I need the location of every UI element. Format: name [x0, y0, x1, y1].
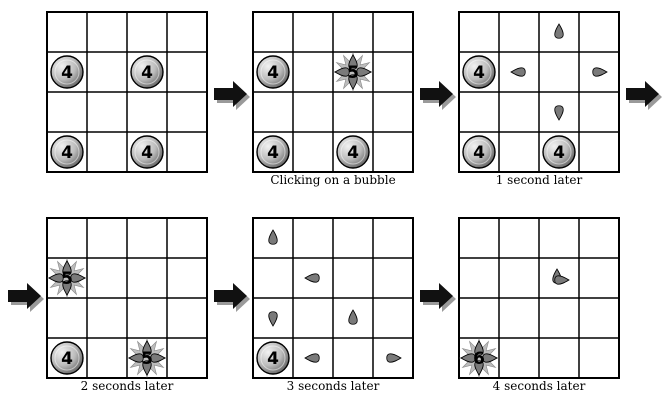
bubble-value: 4: [141, 63, 153, 83]
bubble[interactable]: 4: [462, 135, 496, 169]
bubble[interactable]: 4: [130, 135, 164, 169]
board-pieces: 4 4 4 5: [256, 51, 374, 169]
bubble[interactable]: 4: [336, 135, 370, 169]
bubble[interactable]: 4: [130, 55, 164, 89]
burst-value: 5: [141, 349, 153, 369]
droplet-icon: [304, 353, 320, 363]
bubble-value: 4: [267, 143, 279, 163]
arrow-right-icon: [214, 283, 250, 312]
arrow-right-icon: [8, 283, 44, 312]
bubble[interactable]: 4: [256, 341, 290, 375]
bubble[interactable]: 4: [50, 135, 84, 169]
bubble-value: 4: [61, 143, 73, 163]
droplet-icon: [386, 353, 402, 363]
board-pieces: 4 4 4 4: [50, 55, 164, 169]
bubble[interactable]: 4: [50, 341, 84, 375]
panel-caption: 3 seconds later: [286, 379, 380, 393]
bubble[interactable]: 4: [256, 55, 290, 89]
bubble-value: 4: [473, 63, 485, 83]
arrow-right-icon: [420, 283, 456, 312]
burst-value: 6: [473, 349, 485, 369]
burst-value: 5: [347, 63, 359, 83]
droplet-icon: [510, 67, 526, 77]
bubble-value: 4: [267, 63, 279, 83]
board-pieces: 6: [458, 268, 570, 379]
bubble-value: 4: [553, 143, 565, 163]
arrow-right-icon: [626, 81, 662, 110]
board-pieces: 4 4 4: [462, 23, 608, 169]
droplet-icon: [268, 311, 278, 327]
droplet-icon: [554, 23, 564, 39]
game-board: [46, 217, 208, 379]
bubble-value: 4: [61, 349, 73, 369]
droplet-icon: [348, 309, 358, 325]
droplet-icon: [552, 268, 570, 285]
bubble[interactable]: 4: [50, 55, 84, 89]
bursting-bubble: 5: [126, 337, 168, 379]
bubble-value: 4: [61, 63, 73, 83]
bubble-value: 4: [347, 143, 359, 163]
bubble-value: 4: [473, 143, 485, 163]
bubble-value: 4: [267, 349, 279, 369]
droplet-icon: [554, 105, 564, 121]
arrow-right-icon: [214, 81, 250, 110]
panel-caption: 2 seconds later: [80, 379, 174, 393]
burst-value: 5: [61, 269, 73, 289]
droplet-icon: [268, 229, 278, 245]
board-pieces: 4 5 5: [46, 257, 168, 379]
arrow-right-icon: [420, 81, 456, 110]
bubble[interactable]: 4: [256, 135, 290, 169]
droplet-icon: [304, 273, 320, 283]
panel-caption: 1 second later: [495, 173, 583, 187]
panel-caption: Clicking on a bubble: [270, 173, 396, 187]
bubble[interactable]: 4: [462, 55, 496, 89]
board-pieces: 4: [256, 229, 402, 375]
bubble[interactable]: 4: [542, 135, 576, 169]
droplet-icon: [592, 67, 608, 77]
bubble-value: 4: [141, 143, 153, 163]
panel-caption: 4 seconds later: [492, 379, 586, 393]
bursting-bubble: 5: [332, 51, 374, 93]
bursting-bubble: 6: [458, 337, 500, 379]
bursting-bubble: 5: [46, 257, 88, 299]
